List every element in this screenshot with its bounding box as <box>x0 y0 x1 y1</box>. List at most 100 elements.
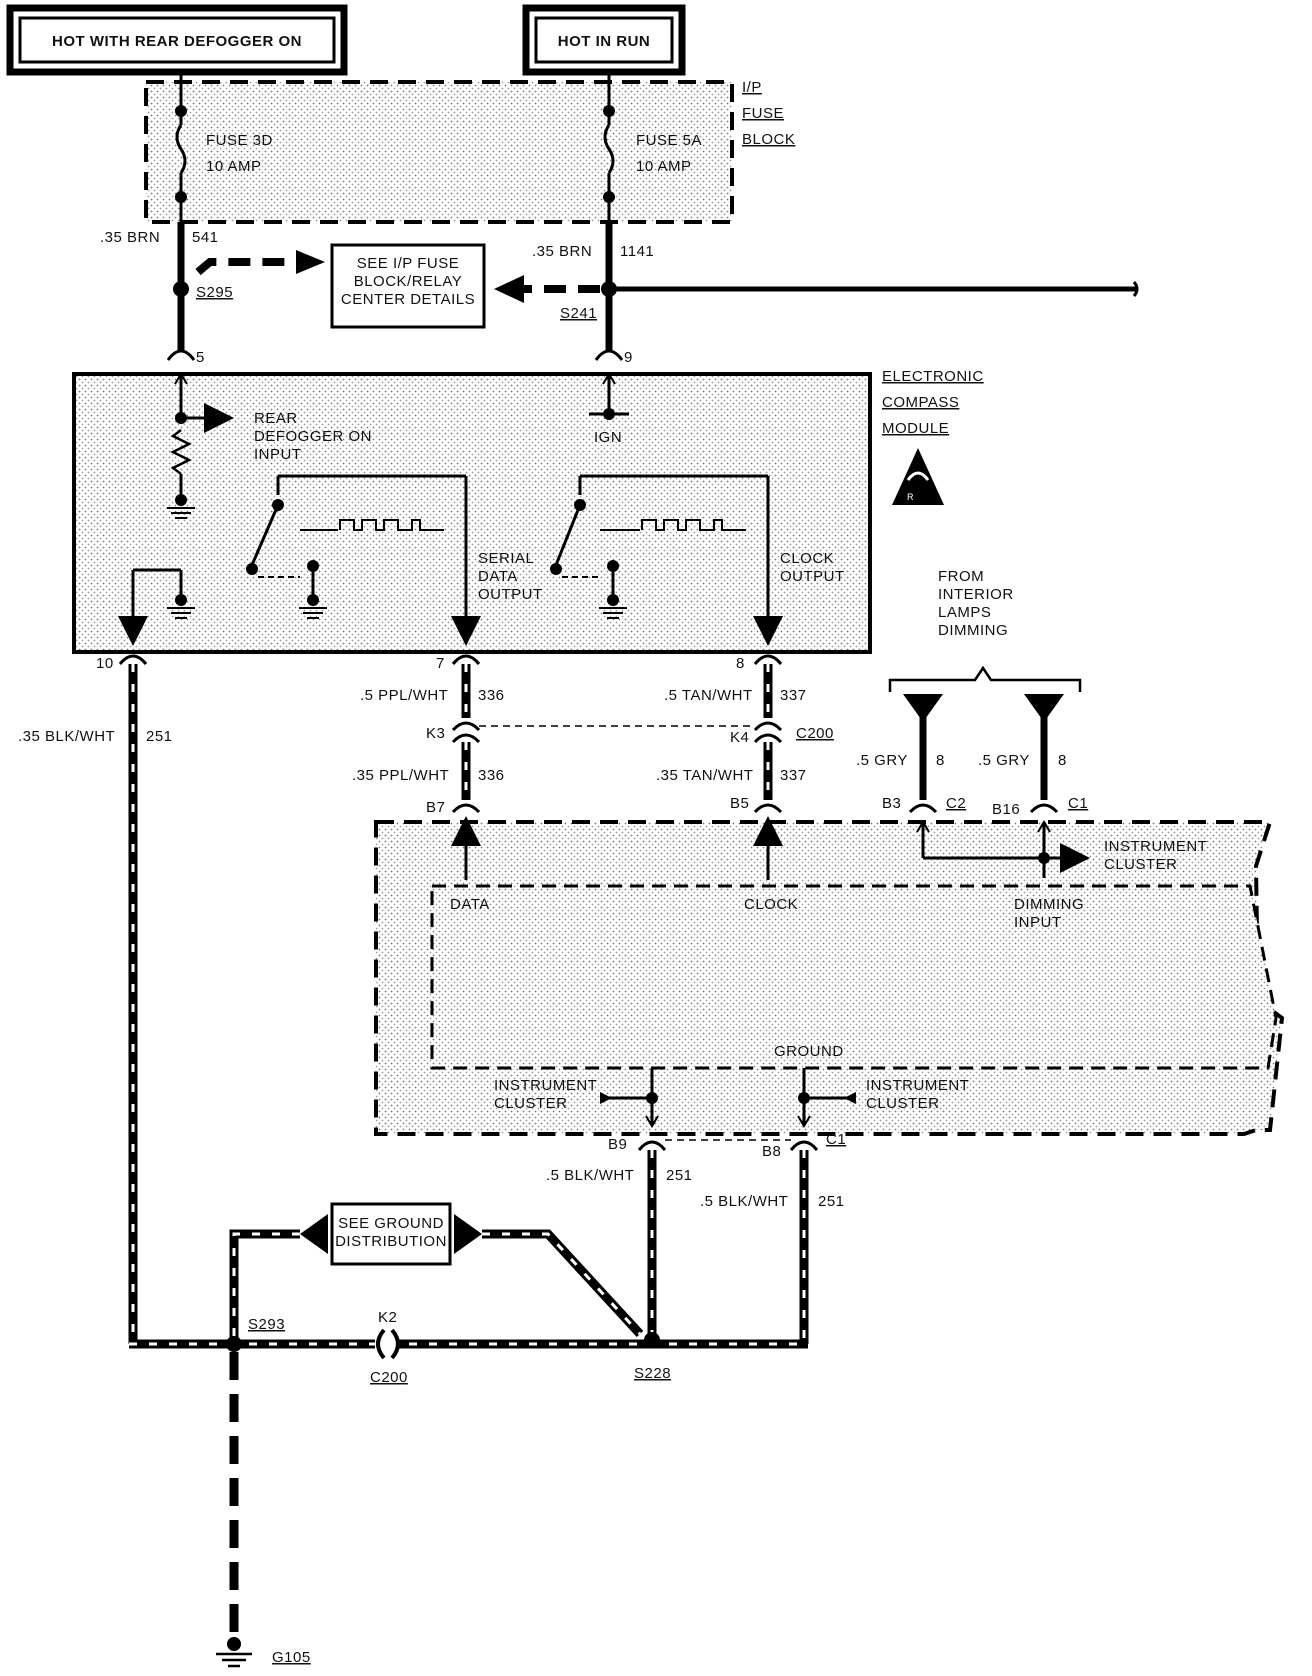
module-title-1: ELECTRONIC <box>882 368 984 385</box>
fuse-3d-icon <box>175 124 187 174</box>
dimming-input-1-icon <box>903 694 943 722</box>
rear-def-label-3: INPUT <box>254 446 302 463</box>
dimming-inputs: FROM INTERIOR LAMPS DIMMING .5 GRY 8 .5 … <box>856 568 1088 818</box>
conn-k3: K3 <box>426 725 445 742</box>
header-hot-defogger: HOT WITH REAR DEFOGGER ON <box>6 4 348 76</box>
conn-b7: B7 <box>426 799 445 816</box>
wire-b8-gauge: .5 BLK/WHT <box>700 1193 788 1210</box>
wire-b9-circuit: 251 <box>666 1167 693 1184</box>
conn-k4: K4 <box>730 729 749 746</box>
module-pin-10: 10 <box>96 655 114 672</box>
wire-right-gauge: .35 BRN <box>532 243 592 260</box>
wire-gry1-circuit: 8 <box>936 752 945 769</box>
cluster-title-2: CLUSTER <box>1104 856 1178 873</box>
wire-tan-gauge: .5 TAN/WHT <box>664 687 753 704</box>
wire-ppl2-circuit: 336 <box>478 767 505 784</box>
dimming-input-2-icon <box>1024 694 1064 722</box>
wire-ppl2-gauge: .35 PPL/WHT <box>352 767 449 784</box>
top-wires: .35 BRN 541 .35 BRN 1141 S295 S241 SEE I… <box>100 222 1139 361</box>
wire-left-gauge: .35 BRN <box>100 229 160 246</box>
serial-label-1: SERIAL <box>478 550 534 567</box>
conn-c200-bottom: C200 <box>370 1369 408 1386</box>
wire-gry2-gauge: .5 GRY <box>978 752 1030 769</box>
rear-def-label-2: DEFOGGER ON <box>254 428 372 445</box>
conn-c200-top: C200 <box>796 725 834 742</box>
wire-b8-circuit: 251 <box>818 1193 845 1210</box>
conn-k2: K2 <box>378 1309 397 1326</box>
cluster-title-1: INSTRUMENT <box>1104 838 1207 855</box>
rear-def-label-1: REAR <box>254 410 298 427</box>
conn-c1-bottom: C1 <box>826 1131 846 1148</box>
see-details-line-2: BLOCK/RELAY <box>354 273 463 290</box>
header-hot-run-label: HOT IN RUN <box>558 33 651 50</box>
ic-left-2: CLUSTER <box>494 1095 568 1112</box>
ground-arrow-right-icon <box>454 1214 482 1254</box>
cluster-dimming-label-1: DIMMING <box>1014 896 1084 913</box>
cluster-dimming-label-2: INPUT <box>1014 914 1062 931</box>
module-pin-7: 7 <box>436 655 445 672</box>
serial-label-2: DATA <box>478 568 518 585</box>
wire-right-circuit: 1141 <box>620 243 654 260</box>
fuse-3d-amp: 10 AMP <box>206 158 262 175</box>
splice-s228-label: S228 <box>634 1365 671 1382</box>
fuse-block-title-3: BLOCK <box>742 131 795 148</box>
splice-s241-label: S241 <box>560 305 597 322</box>
fuse-block-title-2: FUSE <box>742 105 784 122</box>
see-details-line-3: CENTER DETAILS <box>341 291 475 308</box>
module-title-2: COMPASS <box>882 394 959 411</box>
splice-s228 <box>644 1332 660 1348</box>
splice-s293-label: S293 <box>248 1316 285 1333</box>
data-waveform-icon <box>300 519 444 531</box>
wire-tan2-gauge: .35 TAN/WHT <box>656 767 753 784</box>
fuse-3d-name: FUSE 3D <box>206 132 273 149</box>
fuse-5a-icon <box>603 124 615 174</box>
see-ground-1: SEE GROUND <box>338 1215 444 1232</box>
wire-tan2-circuit: 337 <box>780 767 807 784</box>
ground-arrow-left-icon <box>300 1214 328 1254</box>
wire-tan-circuit: 337 <box>780 687 807 704</box>
dimming-from-2: INTERIOR <box>938 586 1014 603</box>
wire-pin10-circuit: 251 <box>146 728 173 745</box>
wire-left-circuit: 541 <box>192 229 219 246</box>
middle-wires: .35 BLK/WHT 251 .5 PPL/WHT 336 .5 TAN/WH… <box>18 654 834 1344</box>
compass-module: 5 9 ELECTRONIC COMPASS MODULE R REAR DEF… <box>72 349 984 672</box>
arrow-left-icon <box>494 275 524 303</box>
serial-label-3: OUTPUT <box>478 586 543 603</box>
header-hot-run: HOT IN RUN <box>522 4 686 76</box>
wire-pin10-gauge: .35 BLK/WHT <box>18 728 115 745</box>
arrow-right-icon <box>296 250 325 274</box>
conn-b5: B5 <box>730 795 749 812</box>
ground-section: B9 B8 C1 .5 BLK/WHT 251 .5 BLK/WHT 251 S… <box>129 1131 846 1668</box>
module-pin-9: 9 <box>624 349 633 366</box>
see-details-line-1: SEE I/P FUSE <box>357 255 459 272</box>
conn-b9: B9 <box>608 1136 627 1153</box>
dimming-from-1: FROM <box>938 568 984 585</box>
clock-label-2: OUTPUT <box>780 568 845 585</box>
conn-b8: B8 <box>762 1143 781 1160</box>
wire-gry2-circuit: 8 <box>1058 752 1067 769</box>
ic-left-1: INSTRUMENT <box>494 1077 597 1094</box>
splice-s293 <box>226 1336 242 1352</box>
see-ground-2: DISTRIBUTION <box>335 1233 447 1250</box>
header-hot-defogger-label: HOT WITH REAR DEFOGGER ON <box>52 33 302 50</box>
fuse-5a-name: FUSE 5A <box>636 132 702 149</box>
wire-ppl-circuit: 336 <box>478 687 505 704</box>
splice-s295-label: S295 <box>196 284 233 301</box>
wire-b9-gauge: .5 BLK/WHT <box>546 1167 634 1184</box>
cluster-ground-label: GROUND <box>774 1043 844 1060</box>
ign-label: IGN <box>594 429 622 446</box>
fuse-block: I/P FUSE BLOCK FUSE 3D 10 AMP FUSE 5A 10… <box>144 72 795 224</box>
cluster-data-label: DATA <box>450 896 490 913</box>
dimming-from-3: LAMPS <box>938 604 991 621</box>
clock-waveform-icon <box>600 519 746 531</box>
dimming-from-4: DIMMING <box>938 622 1008 639</box>
splice-s295 <box>173 281 189 297</box>
conn-b16: B16 <box>992 801 1020 818</box>
fuse-block-title-1: I/P <box>742 79 762 96</box>
instrument-cluster: INSTRUMENT CLUSTER DATA CLOCK DIMMING IN… <box>374 816 1285 1136</box>
wire-gry1-gauge: .5 GRY <box>856 752 908 769</box>
esd-warning-icon: R <box>892 448 944 505</box>
module-title-3: MODULE <box>882 420 949 437</box>
module-pin-8: 8 <box>736 655 745 672</box>
